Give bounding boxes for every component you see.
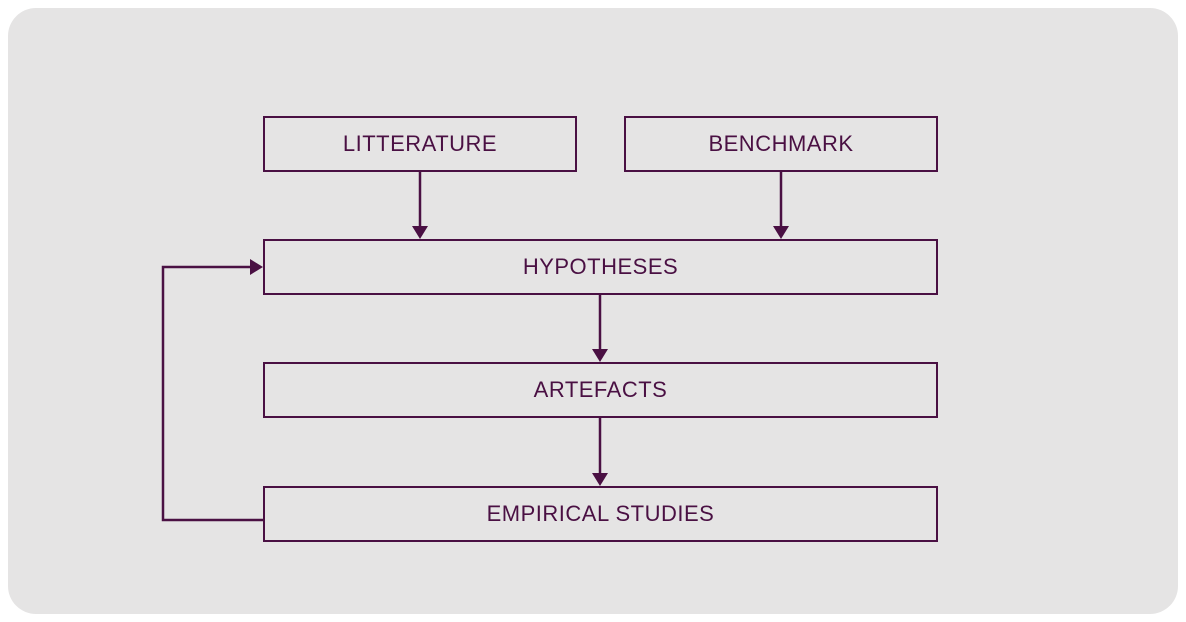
node-empirical-studies-label: EMPIRICAL STUDIES (486, 501, 715, 526)
node-benchmark: BENCHMARK (624, 116, 938, 172)
node-hypotheses-label: HYPOTHESES (522, 254, 679, 279)
node-hypotheses: HYPOTHESES (263, 239, 938, 295)
node-litterature: LITTERATURE (263, 116, 577, 172)
node-artefacts: ARTEFACTS (263, 362, 938, 418)
node-empirical-studies: EMPIRICAL STUDIES (263, 486, 938, 542)
node-artefacts-label: ARTEFACTS (533, 377, 668, 402)
node-litterature-label: LITTERATURE (342, 131, 498, 156)
node-benchmark-label: BENCHMARK (708, 131, 854, 156)
